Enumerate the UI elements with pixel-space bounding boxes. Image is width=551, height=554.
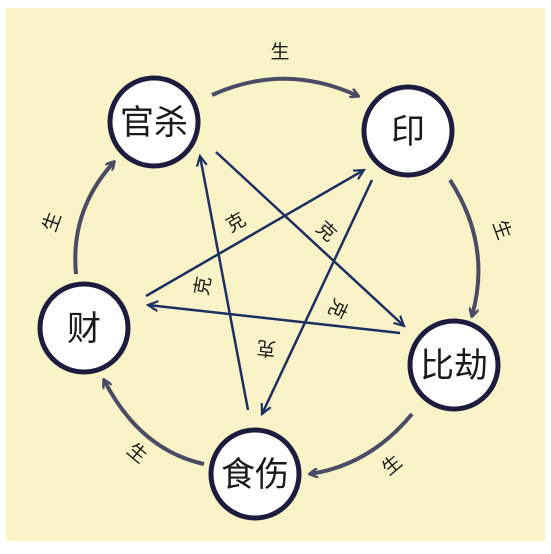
node-yin: 印 xyxy=(361,84,455,178)
generate-label: 生 xyxy=(270,41,289,63)
node-guansha: 官杀 xyxy=(107,75,201,169)
node-label-guansha: 官杀 xyxy=(120,103,188,143)
generate-arrow-shishang-cai xyxy=(104,380,205,466)
control-arrow-cai-yin xyxy=(145,170,364,298)
control-label: 克 xyxy=(191,275,216,298)
control-label: 克 xyxy=(256,336,277,360)
generate-arrow-cai-guansha xyxy=(73,162,114,275)
control-arrow-shishang-guansha xyxy=(200,156,250,411)
control-arrow-yin-shishang xyxy=(262,179,374,414)
generate-arrow-bijie-shishang xyxy=(310,412,414,474)
generate-arrow-yin-bijie xyxy=(448,178,481,316)
node-label-yin: 印 xyxy=(391,112,425,152)
node-bijie: 比劫 xyxy=(407,318,501,412)
node-label-bijie: 比劫 xyxy=(420,346,488,386)
generate-arrow-guansha-yin xyxy=(211,76,358,96)
control-arrow-guansha-bijie xyxy=(215,151,404,326)
node-label-shishang: 食伤 xyxy=(221,455,289,495)
node-label-cai: 财 xyxy=(67,309,101,349)
node-shishang: 食伤 xyxy=(208,427,302,521)
node-cai: 财 xyxy=(37,281,131,375)
control-arrow-bijie-cai xyxy=(148,305,401,335)
